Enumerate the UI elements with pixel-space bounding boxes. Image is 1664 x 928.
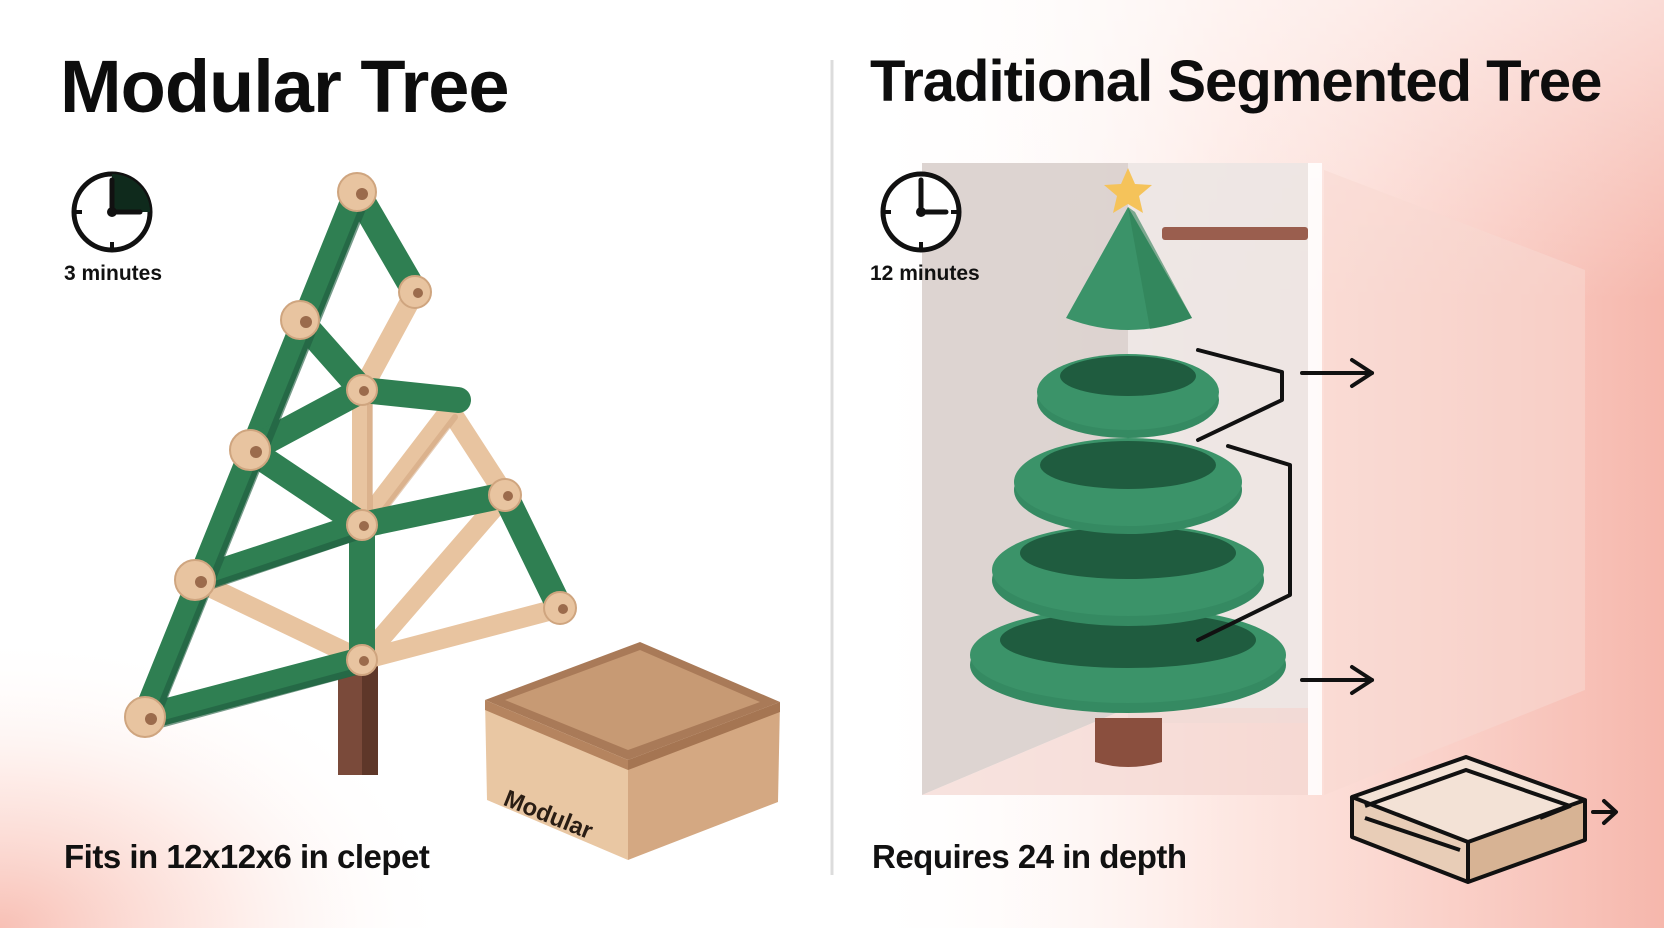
traditional-tree-title: Traditional Segmented Tree [870, 49, 1602, 114]
modular-assembly-time: 3 minutes [64, 262, 163, 285]
modular-storage-caption: Fits in 12x12x6 in clepet [64, 838, 430, 875]
modular-tree-title: Modular Tree [60, 45, 510, 128]
traditional-storage-caption: Requires 24 in depth [872, 838, 1187, 875]
traditional-assembly-time: 12 minutes [870, 262, 980, 285]
